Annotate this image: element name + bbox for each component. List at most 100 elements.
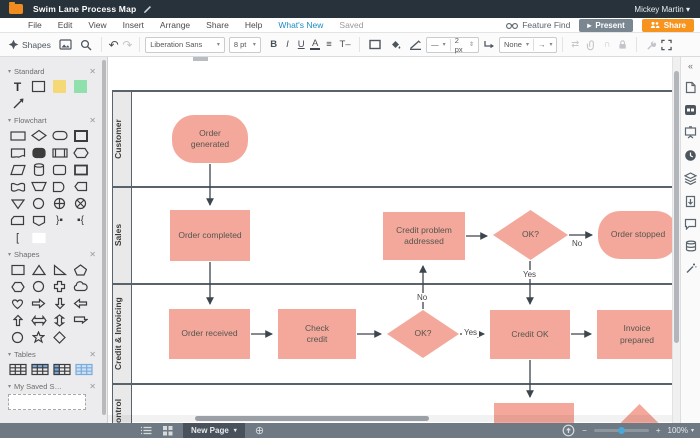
node-credit-problem-addressed[interactable]: Credit problem addressed <box>383 212 465 260</box>
shape-thumb-merge[interactable] <box>8 196 27 211</box>
menu-arrange[interactable]: Arrange <box>159 20 191 30</box>
shape-thumb-data[interactable] <box>8 162 27 177</box>
shape-thumb-rectangle[interactable] <box>29 79 48 94</box>
section-shapes-header[interactable]: ▾ Shapes ✕ <box>8 250 96 259</box>
bold-button[interactable]: B <box>270 39 278 50</box>
shapes-panel-button[interactable]: Shapes <box>8 39 51 50</box>
section-standard-header[interactable]: ▾ Standard ✕ <box>8 67 96 76</box>
zoom-slider[interactable] <box>593 427 649 434</box>
collapse-dock-icon[interactable]: « <box>687 61 693 71</box>
shape-thumb-summing[interactable] <box>71 196 90 211</box>
shape-thumb-document[interactable] <box>8 145 27 160</box>
shape-thumb-data-store[interactable] <box>29 145 48 160</box>
vertical-scroll-thumb[interactable] <box>674 71 679 343</box>
close-section-icon[interactable]: ✕ <box>89 350 96 359</box>
page-grid-icon[interactable] <box>162 425 173 436</box>
insert-image-button[interactable] <box>59 39 72 50</box>
shape-thumb-circle[interactable] <box>29 279 48 294</box>
menu-insert[interactable]: Insert <box>122 20 144 30</box>
section-tables-header[interactable]: ▾ Tables ✕ <box>8 350 96 359</box>
shape-thumb-connector[interactable] <box>29 196 48 211</box>
feature-find-button[interactable]: Feature Find <box>506 20 570 30</box>
menu-whats-new[interactable]: What's New <box>278 20 324 30</box>
document-folder-icon[interactable] <box>9 2 23 14</box>
document-title[interactable]: Swim Lane Process Map <box>33 4 137 14</box>
shape-thumb-arrow[interactable] <box>8 96 27 111</box>
shape-thumb-internal-storage[interactable] <box>71 162 90 177</box>
table-thumb-plain[interactable] <box>8 362 27 377</box>
shape-thumb-callout[interactable] <box>71 313 90 328</box>
menu-edit[interactable]: Edit <box>57 20 73 30</box>
shape-thumb-block[interactable] <box>71 79 90 94</box>
shape-thumb-pentagon[interactable] <box>71 262 90 277</box>
section-saved-header[interactable]: ▾ My Saved S… ✕ <box>8 382 96 391</box>
data-panel-icon[interactable] <box>685 240 697 252</box>
fullscreen-icon[interactable] <box>661 39 672 51</box>
font-size-select[interactable]: 8 pt ▾ <box>228 36 261 53</box>
page-list-icon[interactable] <box>140 426 152 435</box>
table-thumb-striped[interactable] <box>74 362 93 377</box>
presentation-icon[interactable] <box>684 126 697 139</box>
zoom-out-icon[interactable]: − <box>582 426 587 435</box>
table-thumb-header-col[interactable] <box>52 362 71 377</box>
attach-link-icon[interactable] <box>586 39 596 51</box>
diagram-canvas[interactable]: Customer Sales Credit & Invoicing Contro… <box>108 57 672 423</box>
node-order-completed[interactable]: Order completed <box>170 210 250 261</box>
shape-thumb-arrow-ud[interactable] <box>50 313 69 328</box>
zoom-level-select[interactable]: 100% ▾ <box>668 426 694 435</box>
shape-thumb-diamond[interactable] <box>50 330 69 345</box>
shape-thumb-brace-left[interactable]: }▪ <box>56 215 63 226</box>
collapse-caret-icon[interactable]: ▾ <box>8 118 12 124</box>
connector-type-button[interactable] <box>483 39 495 50</box>
lock-icon[interactable] <box>618 39 627 50</box>
fill-color-button[interactable] <box>389 39 401 50</box>
edge-label-yes-1[interactable]: Yes <box>521 270 539 279</box>
export-page-icon[interactable] <box>685 195 696 208</box>
search-shapes-button[interactable] <box>80 39 92 51</box>
zoom-slider-thumb[interactable] <box>617 427 625 434</box>
shape-thumb-display[interactable] <box>71 179 90 194</box>
shape-thumb-subprocess[interactable] <box>50 145 69 160</box>
canvas-vertical-scrollbar[interactable] <box>672 57 680 423</box>
shape-thumb-bracket[interactable]: [ <box>15 231 20 244</box>
shape-thumb-preparation[interactable] <box>71 145 90 160</box>
close-section-icon[interactable]: ✕ <box>89 250 96 259</box>
shape-thumb-terminator[interactable] <box>50 128 69 143</box>
shape-thumb-off-page[interactable] <box>29 213 48 228</box>
swimlane-label-column[interactable] <box>112 90 132 423</box>
saved-shapes-dropzone[interactable] <box>8 394 86 410</box>
shape-thumb-arrow-right[interactable] <box>29 296 48 311</box>
font-color-button[interactable]: A <box>310 38 321 50</box>
shape-thumb-decision[interactable] <box>29 128 48 143</box>
underline-button[interactable]: U <box>297 39 305 50</box>
line-style-group[interactable]: — ▾ 2 px ⇕ <box>426 36 479 54</box>
node-check-credit[interactable]: Check credit <box>278 309 356 359</box>
shape-thumb-stored-data[interactable] <box>50 162 69 177</box>
wrench-icon[interactable] <box>646 39 657 51</box>
hotspot-icon[interactable]: ∩ <box>603 39 611 50</box>
edge-label-no-2[interactable]: No <box>415 293 430 302</box>
shape-thumb-square[interactable] <box>8 262 27 277</box>
shape-thumb-arrow-left[interactable] <box>71 296 90 311</box>
shape-thumb-note[interactable] <box>50 79 69 94</box>
shape-thumb-cloud[interactable] <box>71 279 90 294</box>
zoom-in-icon[interactable]: + <box>655 426 661 435</box>
edge-label-no-1[interactable]: No <box>570 239 585 248</box>
shape-thumb-or[interactable] <box>50 196 69 211</box>
table-thumb-header-row[interactable] <box>30 362 49 377</box>
edge-label-yes-2[interactable]: Yes <box>462 328 480 337</box>
redo-button[interactable]: ↷ <box>122 37 133 52</box>
shape-thumb-manual-operation[interactable] <box>29 179 48 194</box>
shape-thumb-heart[interactable] <box>8 296 27 311</box>
shape-thumb-blank[interactable] <box>29 230 48 245</box>
shape-thumb-brace-right[interactable]: ▪{ <box>77 215 84 226</box>
text-align-button[interactable]: ≡ <box>326 39 332 50</box>
italic-button[interactable]: I <box>286 39 289 50</box>
node-order-stopped[interactable]: Order stopped <box>598 211 672 259</box>
shape-thumb-predefined[interactable] <box>71 128 90 143</box>
close-section-icon[interactable]: ✕ <box>89 116 96 125</box>
collapse-caret-icon[interactable]: ▾ <box>8 352 12 358</box>
shape-thumb-cross[interactable] <box>50 279 69 294</box>
collapse-caret-icon[interactable]: ▾ <box>8 69 12 75</box>
page-tab-new-page[interactable]: New Page ▾ <box>183 423 245 438</box>
